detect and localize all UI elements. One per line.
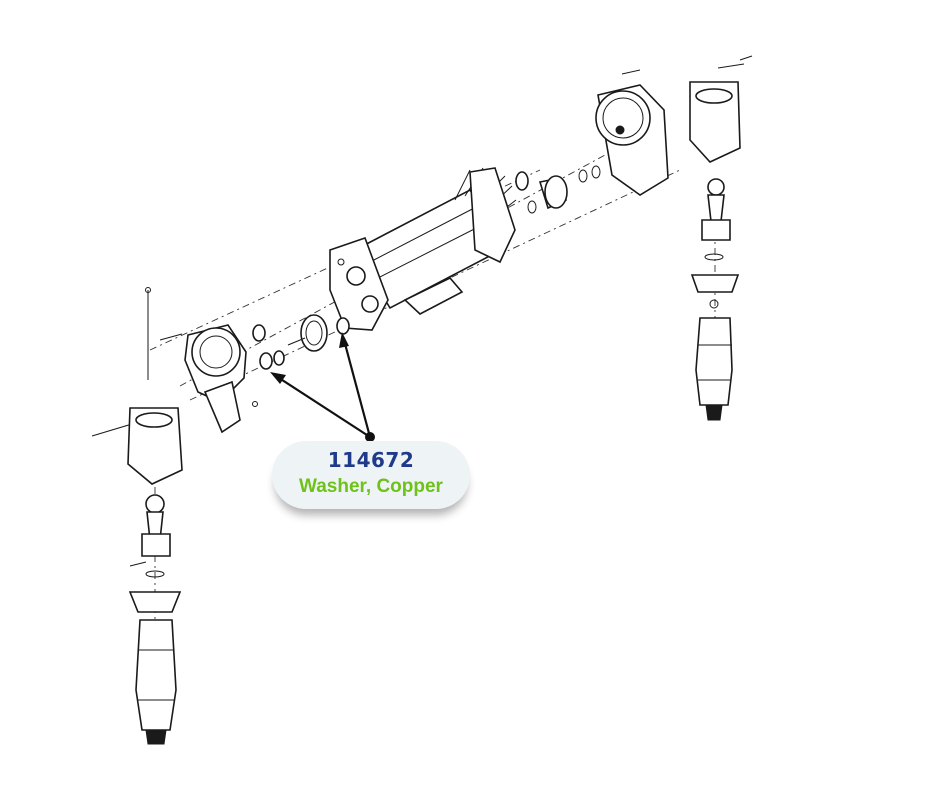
part-number-label: 114672 (327, 448, 415, 472)
left-pump-column (127, 407, 183, 745)
washer-upper (252, 324, 266, 342)
washer-copper-left (259, 352, 273, 370)
right-gear-housing (515, 69, 669, 214)
left-gear-and-washers (252, 314, 350, 370)
right-pump-column (689, 55, 753, 421)
part-callout: 114672 Washer, Copper (272, 441, 470, 509)
washer-copper-right (336, 317, 350, 335)
part-description-label: Washer, Copper (299, 476, 443, 497)
left-gear-housing (91, 287, 258, 437)
callout-leaders (270, 332, 375, 442)
motor-assembly (329, 167, 517, 331)
